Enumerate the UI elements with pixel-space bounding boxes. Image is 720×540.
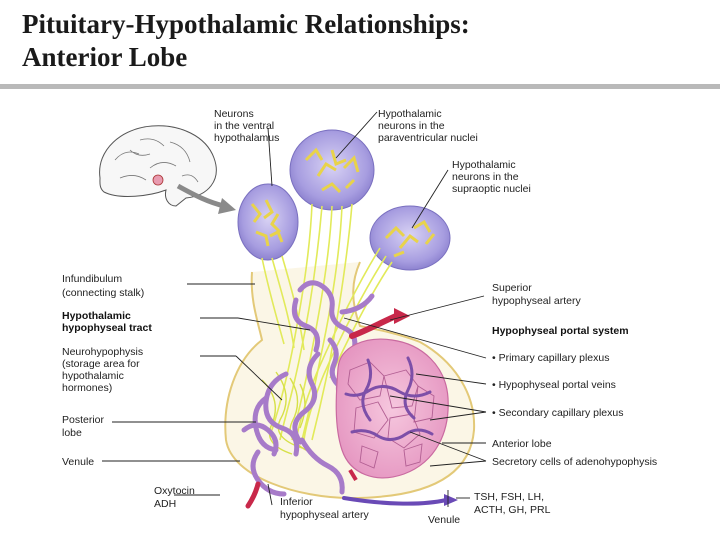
supraoptic-nucleus xyxy=(369,205,451,271)
label-hypothalamic-tract: Hypothalamic hypophyseal tract xyxy=(62,310,152,334)
title-line-2: Anterior Lobe xyxy=(22,42,188,72)
title-divider xyxy=(0,84,720,89)
label-superior-artery: Superior hypophyseal artery xyxy=(492,282,581,307)
label-infundibulum: Infundibulum (connecting stalk) xyxy=(62,273,144,299)
label-venule-left: Venule xyxy=(62,456,94,468)
label-anterior-lobe: Anterior lobe xyxy=(492,438,552,450)
zoom-arrow xyxy=(176,183,225,209)
page-title: Pituitary-Hypothalamic Relationships: An… xyxy=(22,8,470,74)
title-line-1: Pituitary-Hypothalamic Relationships: xyxy=(22,9,470,39)
zoom-arrowhead xyxy=(218,198,236,214)
label-hormones: TSH, FSH, LH, ACTH, GH, PRL xyxy=(474,491,551,516)
label-paraventricular: Hypothalamic neurons in the paraventricu… xyxy=(378,108,478,144)
label-secondary-plexus: • Secondary capillary plexus xyxy=(492,407,624,419)
inferior-artery xyxy=(245,481,261,509)
label-portal-system: Hypophyseal portal system xyxy=(492,325,629,337)
paraventricular-nucleus xyxy=(289,129,375,211)
brain-thumbnail xyxy=(99,125,217,207)
label-portal-veins: • Hypophyseal portal veins xyxy=(492,379,616,391)
label-neurohypophysis: Neurohypophysis (storage area for hypoth… xyxy=(62,346,146,394)
ventral-nucleus xyxy=(237,183,299,261)
label-primary-plexus: • Primary capillary plexus xyxy=(492,352,609,364)
label-posterior-lobe: Posterior lobe xyxy=(62,414,107,439)
venule-bottom-vessel xyxy=(342,496,448,506)
label-secretory-cells: Secretory cells of adenohypophysis xyxy=(492,456,657,468)
superior-artery-head xyxy=(394,308,410,324)
superior-artery xyxy=(349,313,399,339)
label-inferior-artery: Inferior hypophyseal artery xyxy=(280,496,369,521)
small-red-vessel xyxy=(348,468,358,482)
label-venule-bottom: Venule xyxy=(428,514,460,526)
anterior-lobe xyxy=(335,338,449,479)
label-oxytocin-adh: Oxytocin ADH xyxy=(154,485,198,510)
leader-lines xyxy=(102,111,487,507)
venule-bottom-head xyxy=(444,494,458,506)
label-supraoptic: Hypothalamic neurons in the supraoptic n… xyxy=(452,159,531,195)
label-neurons-ventral: Neurons in the ventral hypothalamus xyxy=(214,108,279,144)
